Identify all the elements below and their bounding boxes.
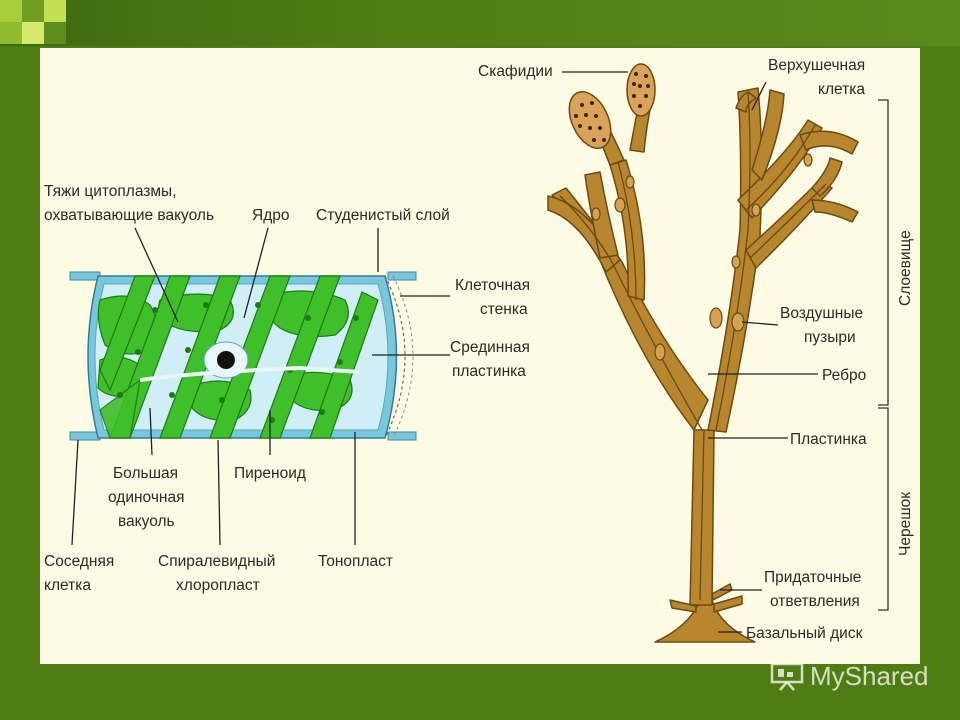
region-brackets	[878, 99, 889, 611]
label-large-vacuole-1: Большая	[113, 465, 178, 482]
corner-square	[22, 22, 44, 44]
corner-square	[0, 0, 22, 22]
cell-labels: Тяжи цитоплазмы, охватывающие вакуоль Яд…	[44, 183, 530, 594]
title-bar	[0, 0, 960, 46]
kelp-leader-lines	[562, 71, 818, 633]
label-middle-lamella-2: пластинка	[452, 363, 526, 380]
label-stipe: Черешок	[897, 492, 914, 556]
label-spiral-chloroplast-1: Спиралевидный	[158, 553, 275, 570]
label-midrib: Ребро	[822, 367, 866, 384]
spirogyra-cell	[69, 271, 417, 441]
label-air-bladders-2: пузыри	[804, 329, 856, 346]
corner-square	[44, 22, 66, 44]
label-neighbor-cell-2: клетка	[44, 577, 91, 594]
label-large-vacuole-3: вакуоль	[118, 513, 175, 530]
label-gelatinous-layer: Студенистый слой	[316, 207, 450, 224]
label-cytoplasm-strands-1: Тяжи цитоплазмы,	[44, 183, 177, 200]
scaphidia	[568, 63, 656, 149]
label-apical-cell-2: клетка	[818, 81, 865, 98]
corner-square	[22, 0, 44, 22]
label-cell-wall-1: Клеточная	[455, 277, 530, 294]
nucleus-dot	[217, 351, 235, 369]
corner-square	[0, 22, 22, 44]
label-pyrenoid: Пиреноид	[234, 465, 306, 482]
label-neighbor-cell-1: Соседняя	[44, 553, 114, 570]
label-air-bladders-1: Воздушные	[780, 305, 863, 322]
label-basal-disc: Базальный диск	[746, 625, 863, 642]
watermark-text: MyShared	[810, 660, 929, 691]
label-apical-cell-1: Верхушечная	[768, 57, 865, 74]
label-spiral-chloroplast-2: хлоропласт	[176, 577, 260, 594]
label-nucleus: Ядро	[252, 207, 289, 224]
label-scaphidia: Скафидии	[478, 63, 553, 80]
label-cytoplasm-strands-2: охватывающие вакуоль	[44, 207, 214, 224]
label-accessory-branches-2: ответвления	[770, 593, 860, 610]
label-blade: Пластинка	[790, 431, 867, 448]
presentation-icon	[770, 662, 804, 691]
label-accessory-branches-1: Придаточные	[764, 569, 861, 586]
label-middle-lamella-1: Срединная	[450, 339, 530, 356]
watermark: MyShared	[770, 656, 950, 696]
corner-square	[44, 0, 66, 22]
label-thallus: Слоевище	[897, 230, 914, 306]
label-cell-wall-2: стенка	[480, 301, 528, 318]
kelp-thallus	[547, 87, 859, 643]
label-large-vacuole-2: одиночная	[108, 489, 184, 506]
kelp-labels: Скафидии Верхушечная клетка Воздушные пу…	[478, 57, 914, 642]
cell-leader-lines	[71, 227, 450, 546]
label-tonoplast: Тонопласт	[318, 553, 393, 570]
